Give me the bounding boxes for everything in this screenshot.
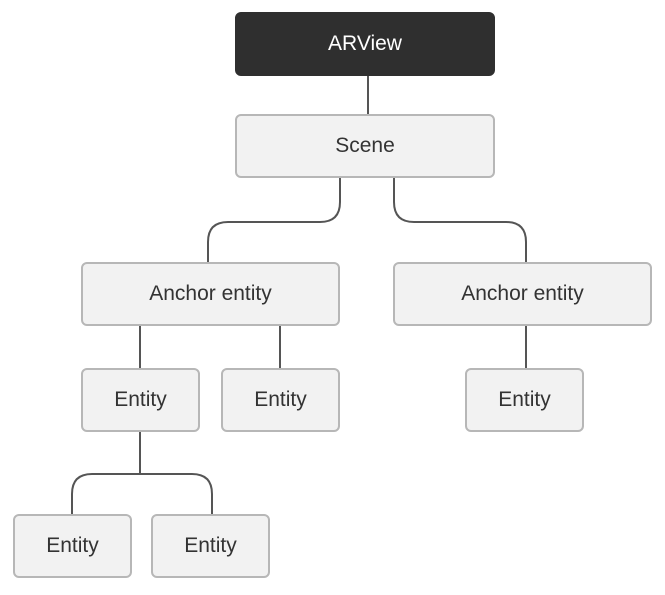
connector-scene-anchor-left [207, 178, 341, 262]
entity-node-d: Entity [13, 514, 132, 578]
entity-node-b: Entity [221, 368, 340, 432]
arview-node: ARView [235, 12, 495, 76]
connector-entity-a-entity-e [140, 473, 213, 514]
entity-node-c: Entity [465, 368, 584, 432]
anchor-entity-node-left: Anchor entity [81, 262, 340, 326]
scene-node: Scene [235, 114, 495, 178]
entity-node-e: Entity [151, 514, 270, 578]
anchor-entity-node-right: Anchor entity [393, 262, 652, 326]
connector-entity-a-entity-d [71, 432, 141, 514]
connector-scene-anchor-right [393, 178, 527, 262]
entity-node-a: Entity [81, 368, 200, 432]
